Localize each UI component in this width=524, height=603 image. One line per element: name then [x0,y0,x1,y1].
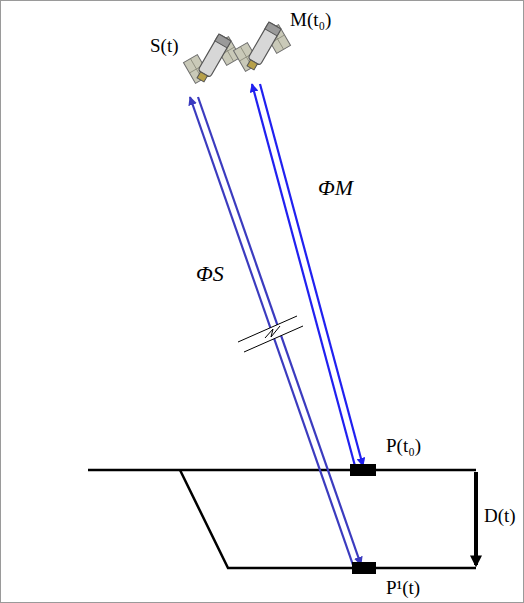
phase-label: ΦS [196,262,224,286]
phase-label: ΦM [318,176,353,200]
satellite-label: S(t) [150,36,179,57]
displacement-label: D(t) [484,506,516,527]
point-label: P(t₀) [386,436,421,457]
satellite-label: M(t₀) [290,10,331,31]
point-label: P¹(t) [386,578,420,599]
